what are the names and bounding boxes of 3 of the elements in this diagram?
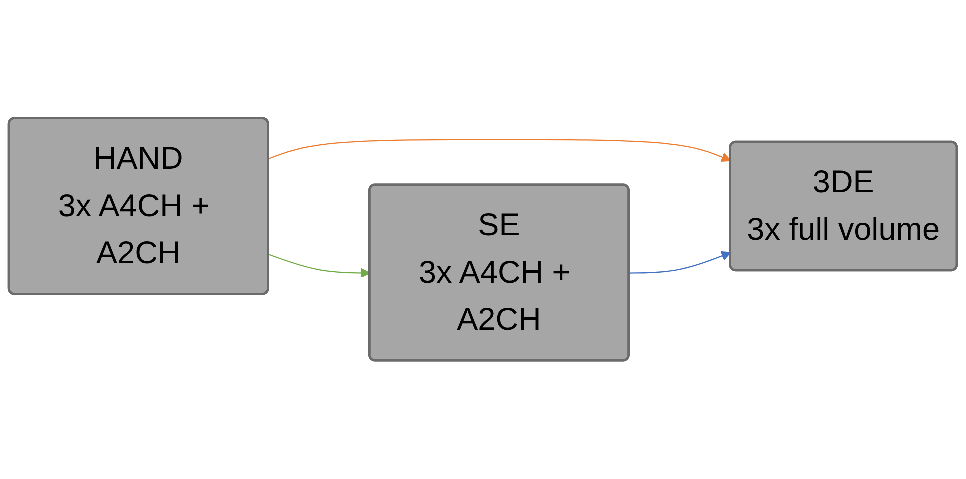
arrow — [268, 254, 371, 278]
arrow — [268, 139, 732, 162]
arrow — [629, 251, 732, 274]
